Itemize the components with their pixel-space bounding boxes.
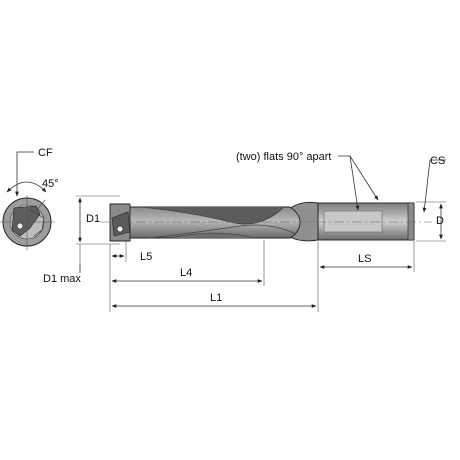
- l4-label: L4: [180, 267, 192, 279]
- shank-flat: [323, 210, 383, 233]
- dim-l4: L4: [111, 240, 265, 286]
- dim-ls: LS: [319, 241, 415, 272]
- cf-callout: CF 45°: [6, 147, 59, 223]
- ls-label: LS: [358, 253, 371, 265]
- l1-label: L1: [210, 292, 222, 304]
- d1-label: D1: [86, 213, 100, 225]
- cs-label: CS: [430, 155, 445, 167]
- l5-label: L5: [140, 251, 152, 263]
- d1-max-label: D1 max: [43, 273, 81, 285]
- end-view: [0, 195, 55, 250]
- dim-d: D: [416, 201, 446, 242]
- flute-2: [169, 232, 256, 239]
- cf-label: CF: [38, 147, 53, 159]
- flats-callout: (two) flats 90° apart: [236, 151, 379, 211]
- d-label: D: [436, 215, 444, 227]
- drill-body: [109, 201, 415, 242]
- drill-insert: [111, 211, 131, 237]
- dim-l1: L1: [111, 241, 319, 312]
- dim-l5: L5: [109, 241, 152, 312]
- flats-note: (two) flats 90° apart: [236, 151, 332, 163]
- dim-d1: D1 D1 max: [43, 195, 120, 285]
- angle-arc: [6, 181, 47, 193]
- angle-label: 45°: [42, 178, 59, 190]
- cs-callout: CS: [422, 155, 446, 213]
